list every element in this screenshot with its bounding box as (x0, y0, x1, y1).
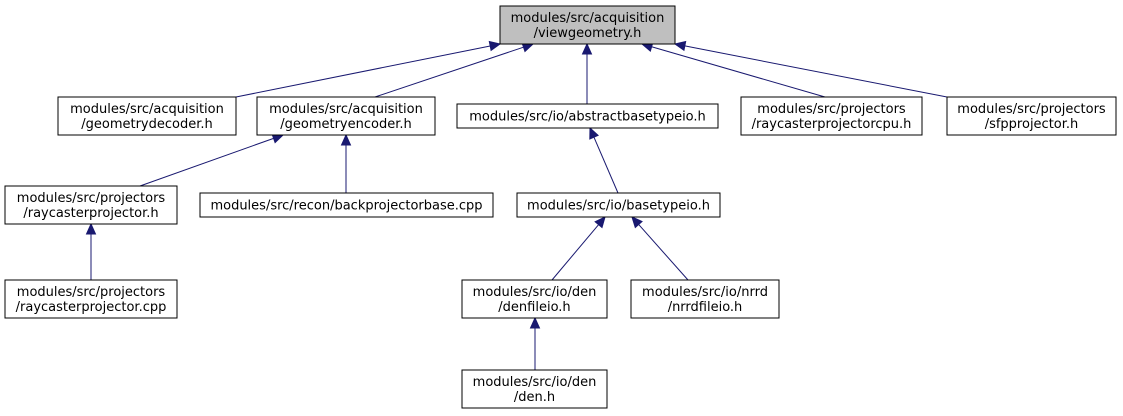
node-sfpprojector[interactable]: modules/src/projectors/sfpprojector.h (946, 96, 1117, 136)
node-label-line: /sfpprojector.h (985, 117, 1079, 132)
edge-arrowhead (594, 216, 606, 229)
node-label-line: modules/src/projectors (757, 102, 906, 117)
edge-nrrdfileio-to-basetypeio (631, 216, 689, 281)
node-box (630, 279, 780, 319)
node-label-line: modules/src/io/nrrd (642, 285, 768, 300)
edge-line (551, 224, 599, 281)
edge-arrowhead (529, 316, 541, 329)
edge-line (593, 136, 619, 194)
node-label-line: modules/src/io/abstractbasetypeio.h (469, 110, 706, 125)
edge-line (651, 46, 826, 98)
edge-arrowhead (631, 216, 643, 229)
node-label-line: /raycasterprojector.cpp (16, 300, 167, 315)
node-box (4, 185, 178, 225)
edge-line (235, 45, 491, 98)
node-nrrdfileio[interactable]: modules/src/io/nrrd/nrrdfileio.h (630, 279, 780, 319)
node-box (57, 96, 237, 136)
node-raycasterprojector-h[interactable]: modules/src/projectors/raycasterprojecto… (4, 185, 178, 225)
edge-line (139, 137, 274, 187)
node-box (256, 96, 436, 136)
edge-geometrydecoder-to-root (235, 40, 502, 98)
edge-den-to-denfileio (529, 316, 541, 370)
node-label-line: /viewgeometry.h (534, 26, 642, 41)
edge-backprojectorbase-to-geometryencoder (340, 133, 352, 193)
node-label-line: modules/src/acquisition (511, 11, 665, 26)
node-label-line: modules/src/projectors (17, 191, 166, 206)
node-box (199, 192, 494, 218)
node-label-line: modules/src/acquisition (269, 102, 423, 117)
node-label-line: /nrrdfileio.h (668, 300, 743, 315)
edge-geometryencoder-to-root (374, 42, 535, 98)
node-geometryencoder[interactable]: modules/src/acquisition/geometryencoder.… (256, 96, 436, 136)
node-label-line: modules/src/recon/backprojectorbase.cpp (210, 199, 482, 214)
node-label-line: modules/src/io/basetypeio.h (527, 199, 710, 214)
node-label-line: modules/src/acquisition (70, 102, 224, 117)
edge-arrowhead (85, 222, 97, 235)
node-label-line: /geometryencoder.h (280, 117, 412, 132)
node-label-line: modules/src/io/den (473, 375, 597, 390)
edge-line (684, 45, 948, 98)
node-box (4, 279, 178, 319)
edge-arrowhead (340, 133, 352, 146)
node-box (516, 192, 721, 218)
node-label-line: modules/src/projectors (17, 285, 166, 300)
edge-basetypeio-to-abstractbasetypeio (589, 126, 619, 194)
node-box (456, 103, 719, 129)
node-label-line: /raycasterprojector.h (23, 206, 158, 221)
edge-arrowhead (488, 40, 502, 52)
node-denfileio[interactable]: modules/src/io/den/denfileio.h (461, 279, 608, 319)
node-label-line: /den.h (514, 390, 555, 405)
node-box (740, 96, 923, 136)
node-label-line: modules/src/projectors (957, 102, 1106, 117)
edge-raycasterprojector_h-to-geometryencoder (139, 133, 285, 187)
node-den[interactable]: modules/src/io/den/den.h (461, 369, 608, 409)
node-geometrydecoder[interactable]: modules/src/acquisition/geometrydecoder.… (57, 96, 237, 136)
node-label-line: /geometrydecoder.h (81, 117, 213, 132)
edge-raycasterprojector_cpp-to-raycasterprojector_h (85, 222, 97, 280)
node-label-line: modules/src/io/den (473, 285, 597, 300)
edge-arrowhead (673, 40, 687, 52)
node-abstractbasetypeio[interactable]: modules/src/io/abstractbasetypeio.h (456, 103, 719, 129)
node-root: modules/src/acquisition/viewgeometry.h (499, 5, 676, 45)
node-basetypeio[interactable]: modules/src/io/basetypeio.h (516, 192, 721, 218)
edge-denfileio-to-basetypeio (551, 216, 606, 281)
edge-line (374, 46, 524, 98)
edge-arrowhead (589, 126, 599, 140)
edge-line (638, 224, 689, 281)
node-box (499, 5, 676, 45)
nodes-layer: modules/src/acquisition/viewgeometry.hmo… (4, 5, 1117, 409)
node-box (946, 96, 1117, 136)
edge-raycasterprojectorcpu-to-root (640, 41, 826, 98)
node-backprojectorbase[interactable]: modules/src/recon/backprojectorbase.cpp (199, 192, 494, 218)
node-box (461, 369, 608, 409)
node-label-line: /raycasterprojectorcpu.h (752, 117, 912, 132)
node-raycasterprojectorcpu[interactable]: modules/src/projectors/raycasterprojecto… (740, 96, 923, 136)
edge-sfpprojector-to-root (673, 40, 948, 98)
edge-arrowhead (581, 42, 593, 55)
node-raycasterprojector-cpp[interactable]: modules/src/projectors/raycasterprojecto… (4, 279, 178, 319)
node-box (461, 279, 608, 319)
node-label-line: /denfileio.h (498, 300, 570, 315)
edges-layer (85, 40, 948, 370)
edge-abstractbasetypeio-to-root (581, 42, 593, 104)
